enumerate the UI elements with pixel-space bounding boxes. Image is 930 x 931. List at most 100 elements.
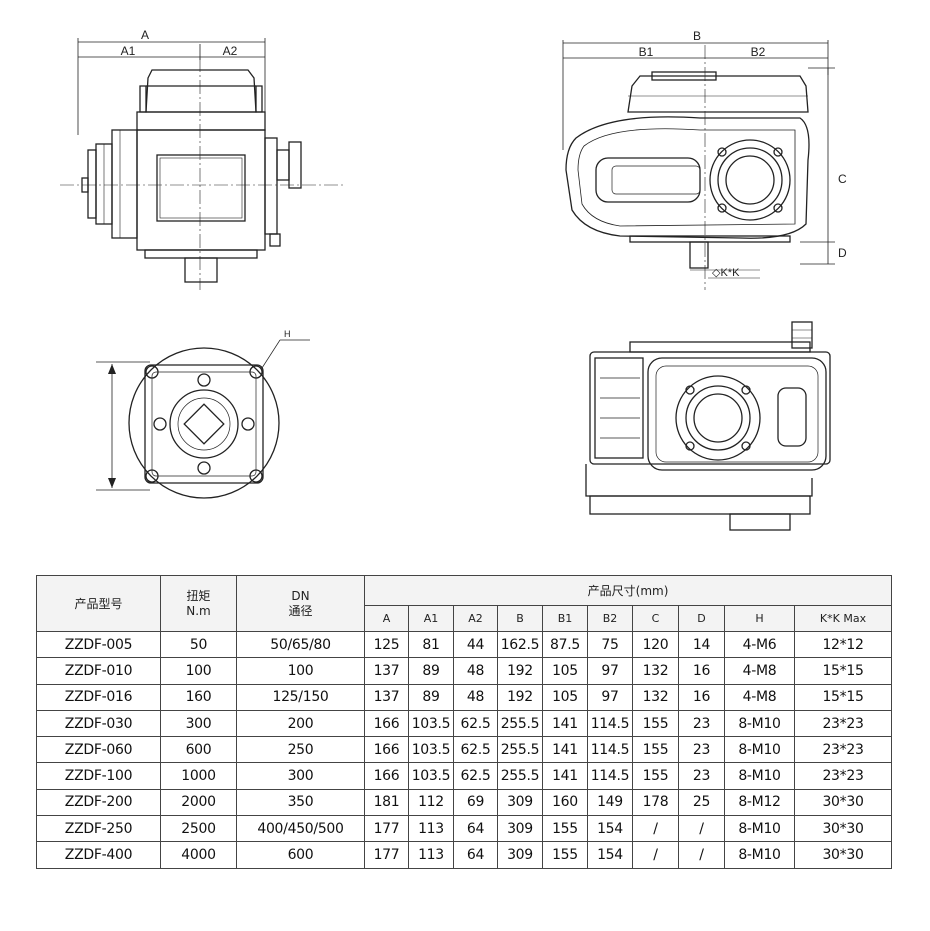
header-size: 产品尺寸(mm) — [363, 575, 893, 606]
table-cell: 155 — [632, 762, 679, 790]
table-cell: 4000 — [160, 841, 237, 869]
table-cell: 16 — [678, 683, 725, 711]
table-cell: 30*30 — [793, 815, 893, 843]
table-cell: 23*23 — [793, 709, 893, 738]
table-cell: 114.5 — [587, 762, 633, 790]
subheader: A — [364, 605, 409, 632]
subheader: D — [678, 605, 725, 632]
table-cell: 15*15 — [793, 683, 893, 711]
dim-label-a1: A1 — [121, 44, 136, 58]
table-cell: 25 — [678, 788, 725, 817]
table-cell: 113 — [408, 841, 454, 869]
table-cell: 192 — [497, 657, 543, 685]
table-cell: 103.5 — [408, 762, 454, 790]
table-cell: 69 — [453, 788, 498, 817]
table-cell: 100 — [160, 657, 237, 685]
subheader: B — [497, 605, 543, 632]
table-cell: 125/150 — [236, 683, 365, 711]
table-cell: / — [678, 841, 725, 869]
table-cell: 155 — [632, 709, 679, 738]
subheader: H — [724, 605, 795, 632]
table-cell: / — [632, 815, 679, 843]
table-cell: 400/450/500 — [236, 815, 365, 843]
table-cell: ZZDF-010 — [36, 657, 161, 685]
table-cell: 64 — [453, 815, 498, 843]
header-torque: 扭矩 N.m — [160, 575, 237, 632]
table-cell: 132 — [632, 683, 679, 711]
subheader: C — [632, 605, 679, 632]
table-cell: 64 — [453, 841, 498, 869]
subheader: B2 — [587, 605, 633, 632]
dim-label-d: D — [838, 246, 847, 260]
table-cell: 255.5 — [497, 736, 543, 764]
table-cell: ZZDF-400 — [36, 841, 161, 869]
table-cell: 300 — [236, 762, 365, 790]
table-cell: 112 — [408, 788, 454, 817]
table-cell: 8-M10 — [724, 841, 795, 869]
table-cell: 4-M8 — [724, 657, 795, 685]
table-cell: 81 — [408, 630, 454, 659]
table-cell: 8-M10 — [724, 815, 795, 843]
header-model: 产品型号 — [36, 575, 161, 632]
table-cell: 141 — [542, 709, 588, 738]
table-cell: 200 — [236, 709, 365, 738]
table-cell: 8-M10 — [724, 709, 795, 738]
table-cell: 155 — [542, 815, 588, 843]
table-cell: 155 — [542, 841, 588, 869]
table-cell: 97 — [587, 657, 633, 685]
table-cell: 4-M6 — [724, 630, 795, 659]
table-cell: 23*23 — [793, 736, 893, 764]
table-cell: 89 — [408, 683, 454, 711]
table-cell: 48 — [453, 683, 498, 711]
dim-label-b2: B2 — [751, 45, 766, 59]
subheader: A1 — [408, 605, 454, 632]
table-cell: ZZDF-060 — [36, 736, 161, 764]
table-cell: 125 — [364, 630, 409, 659]
table-cell: 15*15 — [793, 657, 893, 685]
table-cell: ZZDF-005 — [36, 630, 161, 659]
table-cell: 8-M10 — [724, 762, 795, 790]
table-cell: 8-M12 — [724, 788, 795, 817]
table-cell: ZZDF-016 — [36, 683, 161, 711]
dim-label-c: C — [838, 172, 847, 186]
table-cell: 137 — [364, 683, 409, 711]
table-cell: 309 — [497, 788, 543, 817]
table-cell: 177 — [364, 815, 409, 843]
table-cell: 114.5 — [587, 736, 633, 764]
table-cell: 30*30 — [793, 841, 893, 869]
front-view — [60, 38, 345, 290]
table-cell: 137 — [364, 657, 409, 685]
table-cell: 12*12 — [793, 630, 893, 659]
subheader: K*K Max — [793, 605, 893, 632]
flange-view — [96, 339, 310, 499]
dim-label-a2: A2 — [223, 44, 238, 58]
table-cell: 103.5 — [408, 709, 454, 738]
table-cell: 141 — [542, 736, 588, 764]
table-cell: 309 — [497, 841, 543, 869]
table-cell: 166 — [364, 736, 409, 764]
table-cell: 166 — [364, 762, 409, 790]
table-cell: ZZDF-030 — [36, 709, 161, 738]
table-cell: 103.5 — [408, 736, 454, 764]
table-cell: 155 — [632, 736, 679, 764]
table-cell: 30*30 — [793, 788, 893, 817]
table-cell: ZZDF-250 — [36, 815, 161, 843]
table-cell: 181 — [364, 788, 409, 817]
spec-table: 产品型号 扭矩 N.m DN 通径 产品尺寸(mm) A A1 A2 B B1 … — [36, 575, 893, 869]
table-cell: 132 — [632, 657, 679, 685]
table-cell: 8-M10 — [724, 736, 795, 764]
table-cell: 162.5 — [497, 630, 543, 659]
table-cell: 160 — [160, 683, 237, 711]
table-cell: 113 — [408, 815, 454, 843]
dim-label-b1: B1 — [639, 45, 654, 59]
table-cell: 160 — [542, 788, 588, 817]
table-cell: 62.5 — [453, 736, 498, 764]
